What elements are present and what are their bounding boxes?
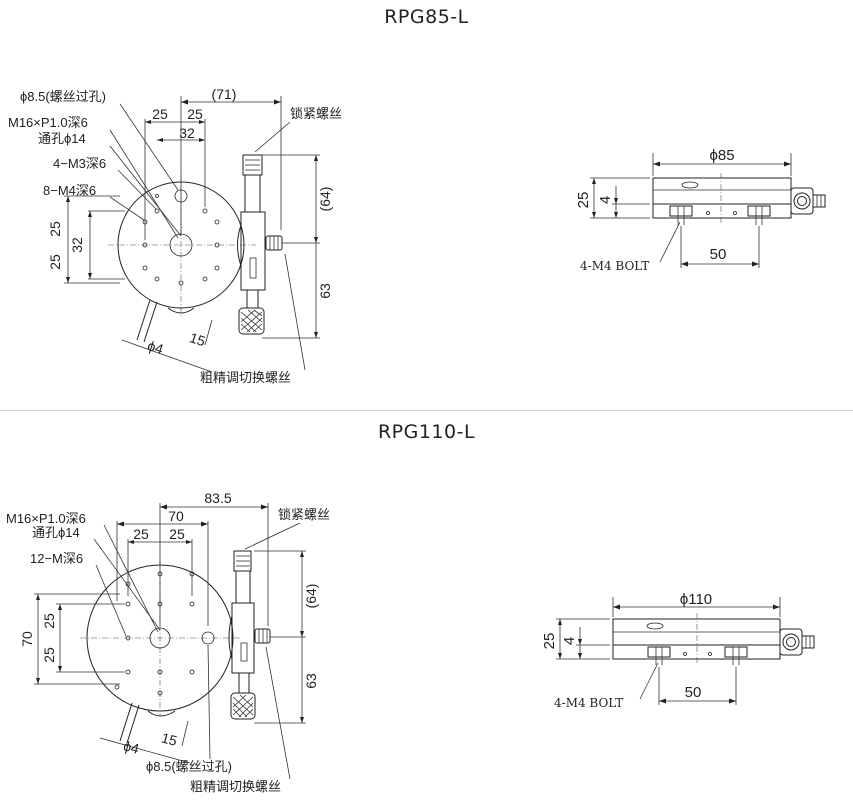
section-divider [0, 410, 853, 411]
side-dim-25: 25 [575, 192, 592, 209]
rpg85-dimensions: (71) 25 25 32 25 32 25 [47, 86, 333, 373]
side-dim-50: 50 [710, 246, 727, 263]
label-through-hole: 通孔ϕ14 [38, 131, 86, 146]
dim-25-left: 25 [41, 613, 57, 629]
dim-64: (64) [303, 584, 319, 609]
rpg85-drawing: (71) 25 25 32 25 32 25 [8, 86, 826, 385]
rpg110-dimensions: 83.5 70 25 25 70 25 25 [19, 490, 319, 764]
dim-70: 70 [168, 508, 184, 524]
dim-32: 32 [179, 125, 195, 141]
rpg110-side-view: ϕ110 25 4 50 4-M4 BOLT [541, 591, 815, 710]
label-thread: M16×P1.0深6 [6, 511, 86, 526]
m4-holes [142, 194, 220, 286]
rpg85-side-view: ϕ85 25 4 50 4-M4 BOLT [575, 147, 826, 273]
dim-phi4: ϕ4 [146, 337, 166, 357]
dim-phi85: ϕ85 [709, 147, 734, 164]
thru-hole [201, 631, 215, 645]
rpg110-drawing: 83.5 70 25 25 70 25 25 [6, 490, 815, 794]
dim-25-a: 25 [133, 526, 149, 542]
rpg110-labels: M16×P1.0深6 通孔ϕ14 12−M深6 锁紧螺丝 ϕ8.5(螺丝过孔) … [6, 507, 330, 794]
dim-63: 63 [317, 283, 333, 299]
label-m6: 12−M深6 [30, 551, 83, 566]
rpg85-top-view [108, 154, 283, 343]
label-lock: 锁紧螺丝 [278, 507, 330, 522]
dim-25-b: 25 [169, 526, 185, 542]
dim-70-left: 70 [19, 631, 35, 647]
dim-25-b: 25 [187, 106, 203, 122]
center-hole [149, 627, 171, 649]
dim-phi4: ϕ4 [122, 737, 141, 757]
dim-25-left-2: 25 [47, 254, 63, 270]
dim-64: (64) [317, 187, 333, 212]
label-m3: 4−M3深6 [53, 156, 106, 171]
rpg85-labels: ϕ8.5(螺丝过孔) M16×P1.0深6 通孔ϕ14 4−M3深6 8−M4深… [8, 89, 342, 385]
dim-32-left: 32 [69, 237, 85, 253]
label-hole-thru: ϕ8.5(螺丝过孔) [146, 759, 232, 774]
side-dim-25: 25 [541, 633, 558, 650]
dim-15: 15 [160, 729, 179, 749]
rpg110-section: RPG110-L [0, 411, 853, 803]
label-m4: 8−M4深6 [43, 183, 96, 198]
label-lock: 锁紧螺丝 [290, 106, 342, 121]
dim-83-5: 83.5 [204, 490, 231, 506]
label-bolt: 4-M4 BOLT [554, 696, 623, 710]
side-dim-4: 4 [561, 637, 578, 645]
side-dim-4: 4 [597, 196, 614, 204]
label-coarse: 粗精调切换螺丝 [200, 370, 291, 385]
m6-holes [114, 571, 195, 696]
label-coarse: 粗精调切换螺丝 [190, 779, 281, 794]
dim-71: (71) [212, 86, 237, 102]
dim-15: 15 [188, 329, 208, 349]
rpg85-section: RPG85-L [8, 6, 826, 385]
label-through-hole: 通孔ϕ14 [32, 525, 80, 540]
side-dim-50: 50 [685, 684, 702, 701]
label-hole-thru: ϕ8.5(螺丝过孔) [20, 89, 106, 104]
dim-63: 63 [303, 673, 319, 689]
rpg110-top-view [80, 550, 271, 744]
dim-25-a: 25 [152, 106, 168, 122]
dim-25-left-2: 25 [41, 647, 57, 663]
label-bolt: 4-M4 BOLT [580, 259, 649, 273]
rpg110-title: RPG110-L [377, 421, 476, 443]
dim-25-left: 25 [47, 221, 63, 237]
rpg85-title: RPG85-L [384, 6, 469, 28]
dim-phi110: ϕ110 [680, 591, 712, 608]
label-thread: M16×P1.0深6 [8, 115, 88, 130]
